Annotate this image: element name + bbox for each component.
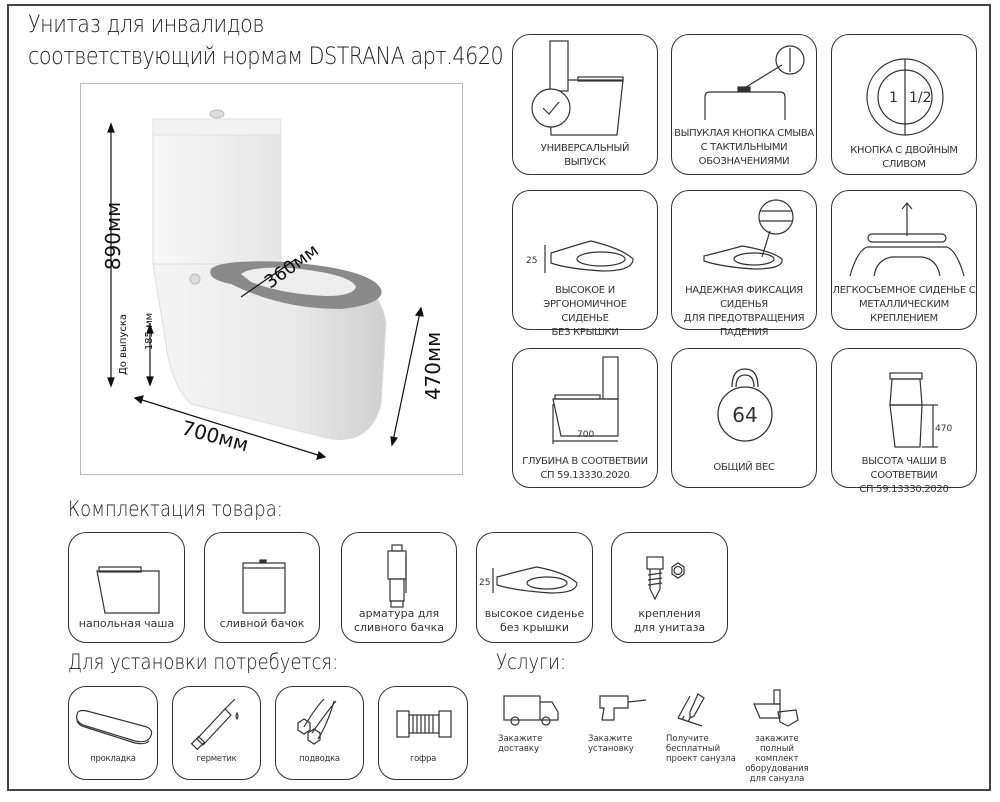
kit-item-floor-bowl: напольная чаша [68,532,185,643]
seat-icon: 25 [479,566,578,594]
kit-heading: Комплектация товара: [68,497,283,521]
tactile-flush-button-icon [704,45,805,120]
toilet-illustration [107,109,424,460]
svg-text:64: 64 [732,403,757,427]
bowl-height-icon: 470 [889,372,952,448]
page-frame [7,4,991,791]
drill-icon [599,695,647,721]
corrugated-pipe-icon [396,710,452,738]
hose-icon [297,698,337,745]
gasket-icon [76,709,153,745]
svg-text:1: 1 [889,90,898,106]
install-item-sealant: герметик [172,686,261,780]
install-label: прокладка [90,754,136,764]
page-title-line-1: Унитаз для инвалидов [28,10,265,38]
svg-text:25: 25 [479,578,490,588]
sealant-icon [190,698,239,751]
svg-text:25: 25 [526,256,537,266]
page-title-line-2: соответствующий нормам DSTRANA арт.4620 [28,42,504,70]
floor-bowl-icon [96,566,160,614]
outlet-label: До выпуска [118,313,130,376]
bathroom-set-icon [753,689,799,727]
services-heading: Услуги: [496,650,567,674]
kit-item-cistern: сливной бачок [204,532,320,643]
install-label: гофра [409,754,437,764]
install-label: герметик [196,754,237,764]
feature-card-weight: 64 ОБЩИЙ ВЕС [671,348,817,488]
weight-icon: 64 [717,368,773,442]
removable-seat-icon [849,202,965,277]
flush-mechanism-icon [387,544,407,608]
feature-card-dual-flush: 1 1/2 КНОПКА С ДВОЙНЫМ СЛИВОМ [831,34,977,175]
high-seat-icon: 25 [526,240,634,273]
design-project-icon [677,693,705,727]
universal-outlet-icon [531,40,624,136]
install-item-corrugated-pipe: гофра [378,686,468,780]
product-image: 890мм До выпуска 185 мм 360мм 470мм 700м… [80,83,463,475]
truck-icon [503,695,559,726]
install-label: подводка [299,754,340,764]
svg-text:700: 700 [577,430,594,440]
height-dimension-label: 890мм [101,201,126,271]
seat-fixation-icon [703,199,794,270]
svg-text:470: 470 [935,424,952,434]
install-item-gasket: прокладка [68,686,158,780]
svg-text:1/2: 1/2 [909,90,932,106]
feature-label: КНОПКА С ДВОЙНЫМ СЛИВОМ [850,145,958,170]
bowl-height-label: 470мм [421,331,446,401]
outlet-height-label: 185 мм [144,312,156,351]
kit-label: сливной бачок [219,617,305,630]
dual-flush-button-icon: 1 1/2 [866,58,944,136]
install-item-hose: подводка [275,686,364,780]
cistern-icon [242,559,286,614]
kit-label: напольная чаша [78,617,175,630]
bolt-nut-icon [646,556,685,601]
feature-label: ОБЩИЙ ВЕС [713,462,775,473]
depth-icon: 700 [552,356,619,444]
install-heading: Для установки потребуется: [68,650,339,674]
